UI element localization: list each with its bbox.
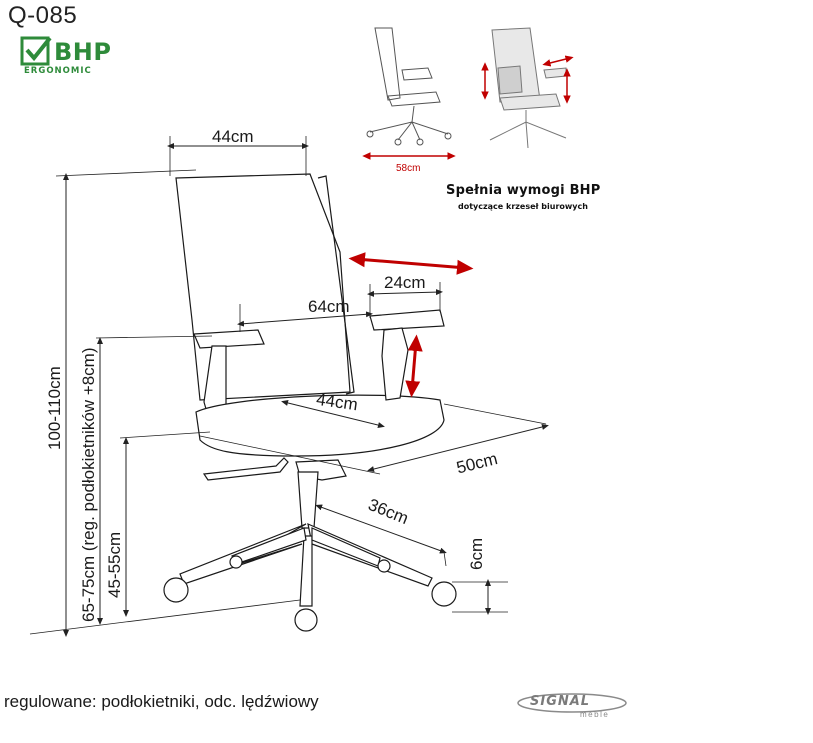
armrest-depth-arrow	[348, 252, 474, 275]
seat-height-label: 45-55cm	[105, 532, 124, 598]
model-number: Q-085	[8, 2, 78, 29]
armrest-length-label: 24cm	[384, 273, 426, 292]
armrest-height-arrow	[405, 334, 423, 398]
wheel-height-label: 6cm	[467, 538, 486, 570]
red-arrow-thumb-2	[542, 55, 574, 67]
armrest-height-label: 65-75cm (reg. podłokietników +8cm)	[79, 348, 98, 622]
thumbnail-chair-back	[489, 27, 567, 149]
base-radius-label: 36cm	[365, 495, 411, 528]
seat-depth-label: 50cm	[455, 449, 500, 477]
thumbnail-chair-side	[366, 27, 452, 146]
bhp-requirement-subtitle: dotyczące krzeseł biurowych	[458, 202, 588, 211]
features-footer: regulowane: podłokietniki, odc. lędźwiow…	[4, 692, 319, 711]
armrest-span-label: 64cm	[308, 297, 350, 316]
brand-subtitle: meble	[580, 710, 610, 719]
bhp-logo-text: BHP	[54, 38, 112, 66]
total-height-label: 100-110cm	[45, 366, 64, 450]
backrest-width-label: 44cm	[212, 127, 254, 146]
signal-logo-icon	[517, 693, 627, 713]
bhp-check-icon	[20, 36, 52, 66]
main-chair	[163, 173, 457, 632]
base-width-thumb-label: 58cm	[396, 163, 420, 174]
brand-name: SIGNAL	[530, 694, 591, 709]
bhp-requirement: Spełnia wymogi BHP	[446, 183, 601, 198]
bhp-logo-subtitle: ERGONOMIC	[24, 66, 92, 76]
